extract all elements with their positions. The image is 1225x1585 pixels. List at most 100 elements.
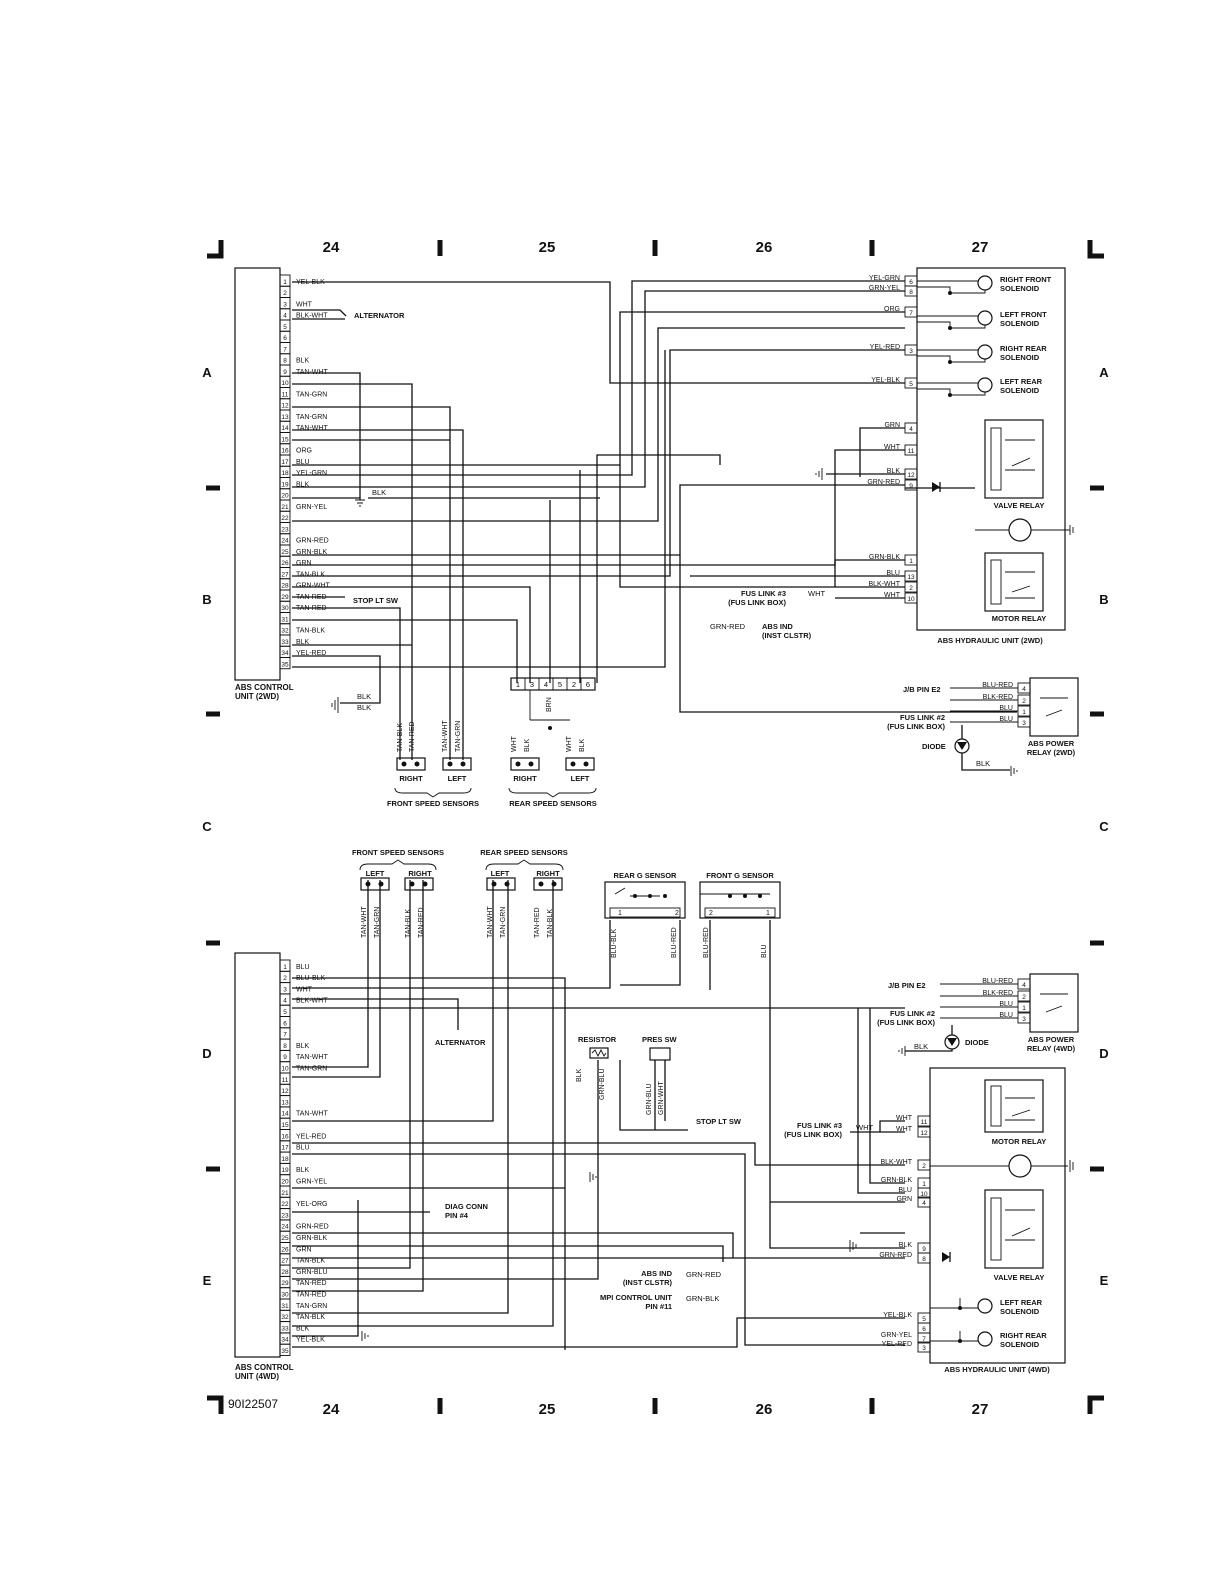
row-label-left-c: C (202, 819, 212, 834)
resistor-pres-wire-label: BLK (576, 1068, 583, 1082)
ground-blk-label-2: BLK (357, 703, 371, 712)
sensor-wire-label: TAN-GRN (455, 721, 462, 752)
hu-pin-box (917, 1159, 931, 1171)
g-sensor-pin-number: 2 (709, 910, 713, 917)
bottom-fus-link-3-wire: WHT (856, 1123, 873, 1132)
bottom-ecu-pin-number: 16 (281, 1133, 289, 1140)
row-label-left-a: A (202, 365, 212, 380)
top-ecu-pin-number: 7 (283, 346, 287, 353)
top-rear-speed-sensors-label: REAR SPEED SENSORS (509, 799, 597, 808)
sensor-wire-label: WHT (511, 735, 518, 752)
top-ecu-pin-wire: GRN-WHT (296, 583, 331, 590)
mpi-wire: GRN-BLK (686, 1294, 719, 1303)
top-front-left-sensor-label: LEFT (448, 774, 467, 783)
blk-mid-label: BLK (372, 488, 386, 497)
bottom-ecu-pin-wire: TAN-RED (296, 1292, 327, 1299)
abs-control-unit-4wd (234, 952, 281, 1358)
bottom-ecu-pin-number: 30 (281, 1292, 289, 1299)
bottom-ecu-pin-number: 19 (281, 1167, 289, 1174)
top-ecu-pin-wire: BLK (296, 481, 310, 488)
power-relay-pin-number: 2 (1022, 994, 1026, 1001)
bottom-ecu-pin-number: 29 (281, 1280, 289, 1287)
hu-pin-box (904, 479, 918, 491)
top-ecu-pin-number: 4 (283, 313, 287, 320)
hu-pin-number: 11 (908, 448, 915, 455)
hu-pin-box (917, 1252, 931, 1264)
hu-pin-wire: GRN (896, 1196, 912, 1203)
g-sensor-wire-label: BLU-BLK (611, 928, 618, 958)
top-ecu-pin-wire: TAN-GRN (296, 391, 327, 398)
hu-pin-number: 6 (922, 1326, 926, 1333)
hu-pin-number: 8 (909, 289, 913, 296)
g-sensor-pin-number: 2 (675, 910, 679, 917)
bottom-valve-relay-label: VALVE RELAY (994, 1273, 1045, 1282)
hu-pin-number: 12 (907, 472, 915, 479)
abs-hydraulic-unit-4wd (929, 1067, 1066, 1364)
hu-pin-wire: GRN-RED (867, 479, 900, 486)
g-sensor-pin-number: 1 (766, 910, 770, 917)
hu-pin-number: 3 (909, 348, 913, 355)
bottom-ecu-pin-wire: YEL-ORG (296, 1201, 328, 1208)
top-front-speed-sensors-label: FRONT SPEED SENSORS (387, 799, 479, 808)
top-ecu-pin-number: 5 (283, 324, 287, 331)
top-wires (292, 280, 1017, 760)
top-ecu-pin-number: 34 (281, 650, 289, 657)
sensor-wire-label: TAN-BLK (397, 723, 404, 752)
top-ecu-pin-number: 10 (281, 380, 289, 387)
bottom-ecu-pin-number: 31 (281, 1303, 289, 1310)
hu-pin-number: 9 (909, 483, 913, 490)
bottom-ecu-pin-wire: BLK-WHT (296, 998, 328, 1005)
bottom-ecu-pin-wire: GRN-YEL (296, 1179, 327, 1186)
hu-pin-wire: YEL-BLK (883, 1312, 912, 1319)
g-sensor-pin-number: 1 (618, 910, 622, 917)
bottom-alternator-label: ALTERNATOR (435, 1038, 486, 1047)
bottom-ecu-pin-number: 11 (282, 1077, 289, 1084)
top-motor-relay-label: MOTOR RELAY (992, 614, 1047, 623)
top-diode-label: DIODE (922, 742, 946, 751)
bottom-ecu-pin-number: 1 (283, 964, 287, 971)
solenoid-coil (977, 377, 993, 393)
bottom-rear-left-sensor-label: LEFT (491, 869, 510, 878)
top-valve-relay-label: VALVE RELAY (994, 501, 1045, 510)
top-ecu-pin-number: 14 (281, 425, 289, 432)
bottom-abs-ind-label: ABS IND(INST CLSTR) (623, 1269, 673, 1287)
corner-top-right (1087, 240, 1104, 259)
hu-pin-number: 11 (921, 1119, 928, 1126)
bottom-fus-link-3-label: FUS LINK #3(FUS LINK BOX) (784, 1121, 842, 1139)
top-power-diode (954, 725, 1010, 771)
abs-control-unit-2wd (234, 267, 281, 681)
top-ecu-pin-number: 30 (281, 605, 289, 612)
hu-pin-box (904, 581, 918, 593)
solenoid-coil (977, 1298, 993, 1314)
top-ecu-pin-number: 22 (281, 515, 289, 522)
g-sensor-wire-label: BLU-RED (671, 927, 678, 958)
hu-pin-box (904, 444, 918, 456)
top-ecu-pin-number: 33 (281, 639, 289, 646)
hu-pin-number: 4 (922, 1200, 926, 1207)
top-hydraulic-unit-label: ABS HYDRAULIC UNIT (2WD) (937, 636, 1043, 645)
hu-pin-number: 1 (909, 558, 913, 565)
hu-pin-box (904, 285, 918, 297)
top-ecu-pin-number: 26 (281, 560, 289, 567)
bottom-ecu-pin-wire: BLK (296, 1043, 310, 1050)
bottom-diode (942, 1252, 951, 1262)
hu-pin-number: 5 (909, 381, 913, 388)
top-abs-power-relay (1029, 677, 1079, 737)
top-ecu-pin-number: 12 (281, 403, 289, 410)
frame: 24 25 26 27 24 25 26 27 A B C D E A B C … (202, 239, 1109, 1418)
bottom-ecu-pin-number: 20 (281, 1179, 289, 1186)
bottom-valve-relay (984, 1189, 1044, 1269)
pres-sw-symbol (649, 1047, 671, 1061)
top-ecu-pin-number: 2 (283, 290, 287, 297)
column-label-bottom-1: 24 (323, 1401, 340, 1418)
connector-pin-number: 3 (530, 680, 534, 689)
top-ecu-pin-number: 24 (281, 538, 289, 545)
